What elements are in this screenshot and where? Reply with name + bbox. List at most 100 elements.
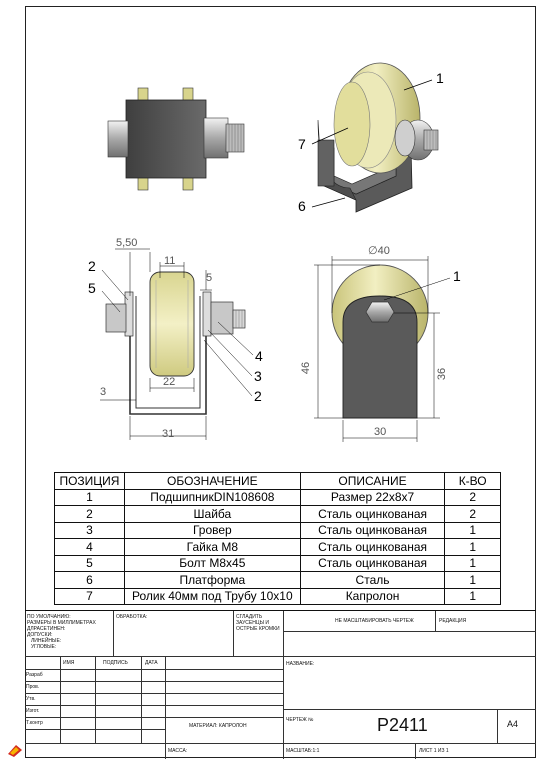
bom-position: 4 <box>54 538 125 556</box>
tb-line <box>497 709 498 743</box>
bom-designation: Гайка М8 <box>123 538 301 556</box>
table-row: 7 Ролик 40мм под Трубу 10х10 Капролон 1 <box>54 587 501 605</box>
tb-role-0: Разраб <box>26 672 43 678</box>
bom-description: Сталь <box>299 571 446 589</box>
tb-line <box>25 717 283 718</box>
tb-line <box>25 705 283 706</box>
drawing-views <box>100 62 451 442</box>
tb-col-sign: ПОДПИСЬ <box>103 660 128 666</box>
tb-deburr-2: ОСТРЫЕ КРОМКИ <box>236 626 280 632</box>
bom-quantity: 1 <box>444 571 501 589</box>
callout-front-2b: 2 <box>254 388 262 404</box>
callout-iso-1: 1 <box>436 70 444 86</box>
front-view <box>105 271 246 415</box>
dim-left-height: 46 <box>300 361 313 375</box>
tb-format: A4 <box>507 719 519 729</box>
bom-designation: Гровер <box>123 521 301 539</box>
tb-revision: РЕДАКЦИЯ <box>439 618 467 624</box>
tb-col-name: ИМЯ <box>63 660 75 666</box>
tb-finish: ОБРАБОТКА: <box>116 614 148 620</box>
table-row: 5 Болт М8х45 Сталь оцинкованая 1 <box>54 554 501 572</box>
bom-description: Сталь оцинкованая <box>299 521 446 539</box>
tb-role-1: Пров. <box>26 684 40 690</box>
isometric-leaders <box>311 79 433 208</box>
bom-position: 5 <box>54 554 125 572</box>
bom-header-row: ПОЗИЦИЯ ОБОЗНАЧЕНИЕ ОПИСАНИЕ К-ВО <box>54 472 501 490</box>
bom-position: 2 <box>54 505 125 523</box>
bom-designation: Платформа <box>123 571 301 589</box>
dim-left-small: 3 <box>100 386 107 398</box>
tb-line <box>25 656 536 657</box>
tb-line <box>95 656 96 743</box>
tb-default-2: ДЛРАСЕТИНЕН: <box>27 626 66 632</box>
front-dimension-lines <box>100 248 254 440</box>
tb-line <box>25 693 283 694</box>
bom-quantity: 1 <box>444 521 501 539</box>
tb-role-4: Т.контр <box>26 720 43 726</box>
callout-front-4: 4 <box>255 348 263 364</box>
tb-line <box>25 743 536 744</box>
tb-scale: МАСШТАБ:1:1 <box>286 748 320 754</box>
tb-drawing-no-label: ЧЕРТЕЖ № <box>286 717 314 723</box>
bom-header-quantity: К-ВО <box>444 472 501 490</box>
tb-mass: МАССА: <box>168 748 188 754</box>
callout-front-2a: 2 <box>88 258 96 274</box>
bom-description: Сталь оцинкованая <box>299 505 446 523</box>
tb-line <box>435 611 436 631</box>
bom-description: Размер 22х8х7 <box>299 488 446 506</box>
tb-line <box>283 709 536 710</box>
top-view <box>107 87 245 191</box>
tb-sheet: ЛИСТ 1 ИЗ 1 <box>419 748 449 754</box>
table-row: 2 Шайба Сталь оцинкованая 2 <box>54 505 501 523</box>
table-row: 3 Гровер Сталь оцинкованая 1 <box>54 521 501 539</box>
callout-front-3: 3 <box>254 368 262 384</box>
tb-line <box>165 656 166 759</box>
tb-line <box>283 611 284 759</box>
side-dimension-lines <box>314 256 451 442</box>
tb-line <box>60 656 61 743</box>
bom-description: Капролон <box>299 587 446 605</box>
callout-side-1: 1 <box>453 268 461 284</box>
bom-position: 3 <box>54 521 125 539</box>
bom-quantity: 2 <box>444 488 501 506</box>
bom-position: 6 <box>54 571 125 589</box>
dim-left-offset: 5,50 <box>116 237 138 249</box>
tb-line <box>415 743 416 759</box>
tb-line <box>141 656 142 743</box>
bom-quantity: 2 <box>444 505 501 523</box>
bom-header-description: ОПИСАНИЕ <box>299 472 446 490</box>
bom-designation: Шайба <box>123 505 301 523</box>
dim-right-height: 36 <box>436 367 449 381</box>
tb-role-2: Утв. <box>26 696 36 702</box>
bom-position: 1 <box>54 488 125 506</box>
tb-line <box>25 669 283 670</box>
tb-line <box>113 611 114 656</box>
tb-default-1: РАЗМЕРЫ В МИЛЛИМЕТРАХ <box>27 620 96 626</box>
tb-default-0: ПО УМОЛЧАНИЮ: <box>27 614 71 620</box>
dim-diameter: ∅40 <box>368 245 390 257</box>
bom-description: Сталь оцинкованая <box>299 538 446 556</box>
bom-designation: ПодшипникDIN108608 <box>123 488 301 506</box>
bom-header-designation: ОБОЗНАЧЕНИЕ <box>123 472 301 490</box>
dim-right-small: 5 <box>206 272 213 284</box>
tb-default-3: ДОПУСКИ: <box>27 632 53 638</box>
table-row: 1 ПодшипникDIN108608 Размер 22х8х7 2 <box>54 488 501 506</box>
tb-role-3: Изгот. <box>26 708 40 714</box>
dim-top-width: 11 <box>164 255 176 267</box>
tb-col-date: ДАТА <box>145 660 158 666</box>
tb-default-4: ЛИНЕЙНЫЕ: <box>31 638 62 644</box>
title-block: ПО УМОЛЧАНИЮ: РАЗМЕРЫ В МИЛЛИМЕТРАХ ДЛРА… <box>25 610 536 759</box>
bom-designation: Болт М8х45 <box>123 554 301 572</box>
bom-quantity: 1 <box>444 554 501 572</box>
callout-iso-7: 7 <box>298 136 306 152</box>
table-row: 6 Платформа Сталь 1 <box>54 571 501 589</box>
app-logo-icon <box>8 745 22 757</box>
callout-iso-6: 6 <box>298 198 306 214</box>
bill-of-materials: ПОЗИЦИЯ ОБОЗНАЧЕНИЕ ОПИСАНИЕ К-ВО 1 Подш… <box>54 472 501 605</box>
dim-side-bottom: 30 <box>374 426 387 438</box>
bom-position: 7 <box>54 587 125 605</box>
side-view <box>331 264 429 419</box>
tb-drawing-number: P2411 <box>377 715 428 735</box>
bom-header-position: ПОЗИЦИЯ <box>54 472 125 490</box>
